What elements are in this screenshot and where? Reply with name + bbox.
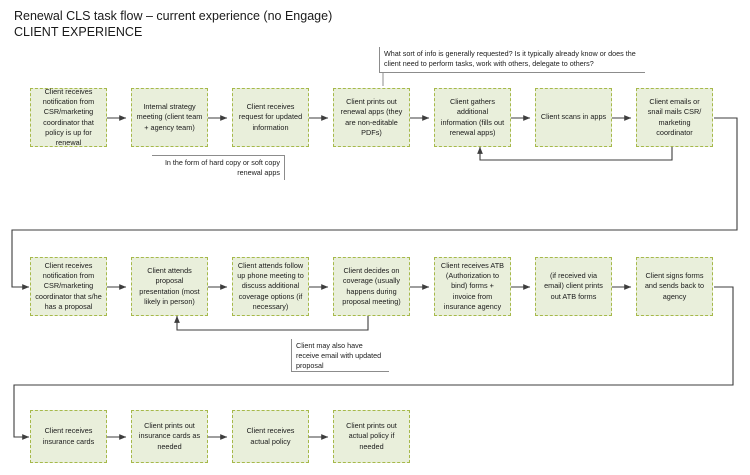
node-label: Client prints out insurance cards as nee… [138, 421, 201, 451]
title-line-secondary: CLIENT EXPERIENCE [14, 25, 143, 39]
flow-node-decides-on-coverage[interactable]: Client decides on coverage (usually happ… [333, 257, 410, 316]
node-label: Client receives request for updated info… [238, 102, 303, 132]
node-label: Client receives ATB (Authorization to bi… [440, 261, 505, 311]
node-label: Client prints out actual policy if neede… [346, 421, 397, 451]
node-label: Client gathers additional information (f… [440, 97, 505, 137]
node-label: (if received via email) client prints ou… [544, 271, 603, 301]
node-label: Client attends follow up phone meeting t… [237, 261, 304, 311]
node-label: Client signs forms and sends back to age… [644, 271, 705, 301]
flow-node-emails-or-mails-coordinator[interactable]: Client emails or snail mails CSR/ market… [636, 88, 713, 147]
node-label: Internal strategy meeting (client team +… [136, 102, 203, 132]
flow-node-receives-atb-forms[interactable]: Client receives ATB (Authorization to bi… [434, 257, 511, 316]
flow-node-followup-phone-meeting[interactable]: Client attends follow up phone meeting t… [232, 257, 309, 316]
annotation-info-requested: What sort of info is generally requested… [379, 47, 645, 73]
flow-node-prints-atb-forms[interactable]: (if received via email) client prints ou… [535, 257, 612, 316]
title-line-primary: Renewal CLS task flow – current experien… [14, 9, 333, 23]
annotation-hard-copy: In the form of hard copy or soft copy re… [152, 155, 285, 180]
node-label: Client emails or snail mails CSR/ market… [647, 97, 702, 137]
flow-node-receives-actual-policy[interactable]: Client receives actual policy [232, 410, 309, 463]
flow-node-scans-in-apps[interactable]: Client scans in apps [535, 88, 612, 147]
node-label: Client receives actual policy [246, 426, 295, 446]
flow-node-internal-strategy-meeting[interactable]: Internal strategy meeting (client team +… [131, 88, 208, 147]
flow-node-signs-and-returns-forms[interactable]: Client signs forms and sends back to age… [636, 257, 713, 316]
flow-node-receives-proposal-notification[interactable]: Client receives notification from CSR/ma… [30, 257, 107, 316]
flow-node-client-receives-renewal-notification[interactable]: Client receives notification from CSR/ma… [30, 87, 107, 147]
flow-node-prints-renewal-apps[interactable]: Client prints out renewal apps (they are… [333, 88, 410, 147]
node-label: Client receives insurance cards [42, 426, 95, 446]
node-label: Client prints out renewal apps (they are… [340, 97, 403, 137]
node-label: Client receives notification from CSR/ma… [35, 261, 102, 311]
node-label: Client receives notification from CSR/ma… [42, 87, 95, 147]
annotation-updated-proposal: Client may also have receive email with … [291, 339, 389, 372]
node-label: Client scans in apps [540, 112, 607, 122]
flow-node-gathers-additional-info[interactable]: Client gathers additional information (f… [434, 88, 511, 147]
node-label: Client decides on coverage (usually happ… [342, 266, 401, 306]
page-title: Renewal CLS task flow – current experien… [14, 8, 332, 40]
flow-node-prints-insurance-cards[interactable]: Client prints out insurance cards as nee… [131, 410, 208, 463]
flow-node-receives-request-updated-info[interactable]: Client receives request for updated info… [232, 88, 309, 147]
flow-node-attends-proposal-presentation[interactable]: Client attends proposal presentation (mo… [131, 257, 208, 316]
flow-node-prints-actual-policy[interactable]: Client prints out actual policy if neede… [333, 410, 410, 463]
flow-node-receives-insurance-cards[interactable]: Client receives insurance cards [30, 410, 107, 463]
node-label: Client attends proposal presentation (mo… [139, 266, 200, 306]
